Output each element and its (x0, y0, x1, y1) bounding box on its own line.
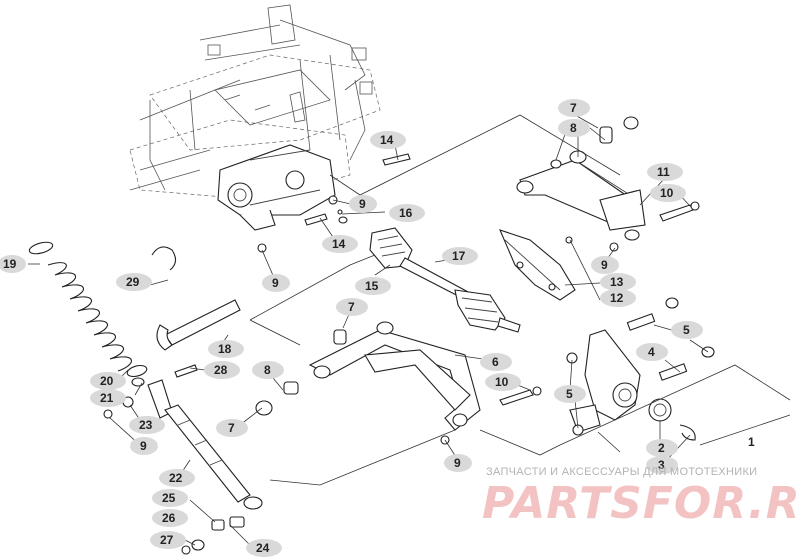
callout-28: 28 (204, 361, 240, 379)
callout-4: 4 (636, 343, 668, 361)
svg-text:6: 6 (492, 355, 499, 369)
callout-18: 18 (208, 340, 244, 358)
callout-12: 12 (600, 289, 636, 307)
callout-9c: 9 (591, 256, 619, 274)
svg-text:8: 8 (570, 121, 577, 135)
coil-spring (28, 241, 148, 387)
fasteners (257, 153, 411, 253)
callout-13: 13 (600, 273, 636, 291)
bushing-upper (550, 116, 639, 169)
svg-text:25: 25 (162, 491, 176, 505)
svg-text:7: 7 (228, 421, 235, 435)
svg-text:7: 7 (570, 101, 577, 115)
callout-26: 26 (152, 509, 188, 527)
svg-text:18: 18 (218, 342, 232, 356)
vehicle-frame (129, 4, 381, 231)
svg-text:9: 9 (601, 258, 608, 272)
callout-29: 29 (116, 273, 152, 291)
cv-axle (338, 216, 521, 333)
upper-a-arm (516, 150, 646, 241)
callout-9e: 9 (444, 454, 472, 472)
svg-text:13: 13 (610, 275, 624, 289)
callout-25: 25 (152, 489, 188, 507)
svg-text:27: 27 (160, 533, 174, 547)
callout-3: 3 (646, 456, 678, 474)
svg-text:16: 16 (399, 206, 413, 220)
svg-text:29: 29 (126, 275, 140, 289)
svg-text:4: 4 (648, 345, 655, 359)
svg-text:17: 17 (452, 249, 466, 263)
svg-text:20: 20 (100, 374, 114, 388)
svg-text:3: 3 (658, 458, 665, 472)
callout-5b: 5 (554, 385, 586, 403)
callout-15: 15 (355, 277, 391, 295)
callout-8a: 8 (558, 119, 590, 137)
callout-7c: 7 (216, 419, 248, 437)
callout-8b: 8 (252, 361, 284, 379)
spanner-wrench (156, 299, 241, 351)
svg-text:19: 19 (3, 257, 17, 271)
svg-text:12: 12 (610, 291, 624, 305)
callout-27: 27 (150, 531, 186, 549)
svg-text:10: 10 (660, 186, 674, 200)
heat-shield (499, 229, 576, 301)
callout-19: 19 (0, 255, 26, 273)
svg-text:10: 10 (495, 375, 509, 389)
svg-text:9: 9 (454, 456, 461, 470)
callout-22: 22 (159, 469, 195, 487)
watermark-logo: PARTSFOR.RU (482, 478, 800, 529)
svg-text:24: 24 (256, 541, 270, 555)
callout-10a: 10 (650, 184, 686, 202)
callout-9a: 9 (349, 195, 377, 213)
callout-10b: 10 (485, 373, 521, 391)
callout-21: 21 (90, 389, 126, 407)
callout-20: 20 (90, 372, 126, 390)
callout-9b: 9 (262, 274, 290, 292)
callout-1: 1 (748, 435, 755, 449)
svg-text:2: 2 (658, 441, 665, 455)
svg-text:9: 9 (359, 197, 366, 211)
watermark-caption: ЗАПЧАСТИ И АКСЕССУАРЫ ДЛЯ МОТОТЕХНИКИ (486, 466, 758, 478)
callout-7b: 7 (336, 298, 368, 316)
svg-text:5: 5 (683, 323, 690, 337)
callouts: 1 2 3 4 5 5 6 7 7 7 8 8 9 9 9 9 9 10 10 … (0, 99, 755, 557)
callout-6: 6 (480, 353, 512, 371)
svg-text:14: 14 (332, 237, 346, 251)
callout-5a: 5 (671, 321, 703, 339)
callout-7a: 7 (558, 99, 590, 117)
svg-text:21: 21 (100, 391, 114, 405)
callout-16: 16 (389, 204, 425, 222)
svg-text:14: 14 (380, 133, 394, 147)
callout-24: 24 (246, 539, 282, 557)
svg-text:1: 1 (748, 435, 755, 449)
svg-text:26: 26 (162, 511, 176, 525)
shock-absorber (103, 364, 263, 555)
callout-17: 17 (442, 247, 478, 265)
callout-23: 23 (129, 416, 165, 434)
svg-text:23: 23 (139, 418, 153, 432)
bushing-lower (255, 329, 347, 416)
lower-a-arm (308, 321, 481, 431)
callout-11: 11 (647, 163, 683, 181)
svg-text:9: 9 (272, 276, 279, 290)
callout-2: 2 (646, 439, 678, 457)
bolt-10-upper (609, 201, 700, 252)
callout-14a: 14 (370, 131, 406, 149)
retaining-clip (151, 246, 177, 271)
svg-text:22: 22 (169, 471, 183, 485)
svg-text:11: 11 (657, 165, 670, 179)
svg-text:8: 8 (264, 363, 271, 377)
svg-text:15: 15 (365, 279, 379, 293)
svg-text:9: 9 (140, 439, 147, 453)
callout-9d: 9 (130, 437, 158, 455)
svg-text:7: 7 (348, 300, 355, 314)
svg-text:28: 28 (214, 363, 228, 377)
svg-text:5: 5 (566, 387, 573, 401)
callout-14b: 14 (322, 235, 358, 253)
knuckle (566, 297, 715, 441)
